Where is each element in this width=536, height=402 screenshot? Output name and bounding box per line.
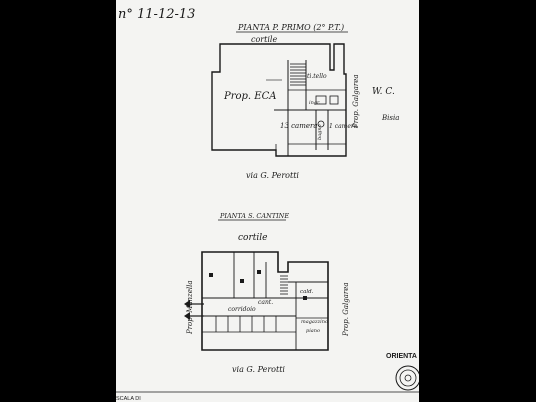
lower-plan-title: PIANTA S. CANTINE: [219, 212, 289, 220]
upper-neighbour-side: Prop. Galgarea: [352, 74, 360, 129]
upper-street-label: via G. Perotti: [246, 171, 299, 180]
floor-plan-sheet: n° 11-12-13 PIANTA P. PRIMO (2° P.T.) co…: [116, 0, 419, 402]
upper-room-bath: bagno: [317, 124, 323, 140]
floor-plan-drawing: n° 11-12-13 PIANTA P. PRIMO (2° P.T.) co…: [116, 7, 419, 402]
lower-room-corridor: corridoio: [228, 306, 256, 313]
sheet-reference: n° 11-12-13: [118, 7, 195, 22]
compass-icon: [395, 365, 419, 391]
lower-room-storage: magazzino: [301, 319, 328, 325]
upper-marginal-note: W. C.: [372, 87, 395, 97]
orientation-label: ORIENTA: [386, 353, 417, 360]
upper-staircase: [290, 63, 306, 86]
lower-courtyard-label: cortile: [238, 233, 267, 243]
upper-plan-title: PIANTA P. PRIMO (2° P.T.): [237, 23, 344, 32]
upper-room-camera-1: 1 camera: [329, 123, 358, 130]
upper-marginal-note-2: Bisia: [381, 114, 399, 122]
lower-room-piano: piano: [306, 328, 320, 334]
upper-neighbour-owner: Prop. ECA: [223, 91, 276, 102]
upper-room-entrance: ingr.: [309, 100, 321, 106]
upper-courtyard-label: cortile: [251, 35, 277, 44]
lower-room-cellar: cant.: [258, 299, 273, 306]
lower-neighbour-left: Prop. Manzella: [186, 280, 194, 335]
lower-street-label: via G. Perotti: [232, 365, 285, 374]
upper-room-vestibule: ti.tello: [307, 73, 327, 80]
upper-fixtures: [266, 79, 339, 128]
lower-access-arrows: [184, 300, 204, 320]
lower-fixtures: [209, 270, 307, 300]
lower-room-boiler: cald.: [300, 289, 314, 295]
lower-neighbour-right: Prop. Galgarea: [342, 282, 350, 337]
upper-room-camera-13: 13 camera: [280, 122, 318, 130]
scale-label: SCALA DI: [116, 396, 141, 402]
lower-staircase: [280, 275, 288, 295]
